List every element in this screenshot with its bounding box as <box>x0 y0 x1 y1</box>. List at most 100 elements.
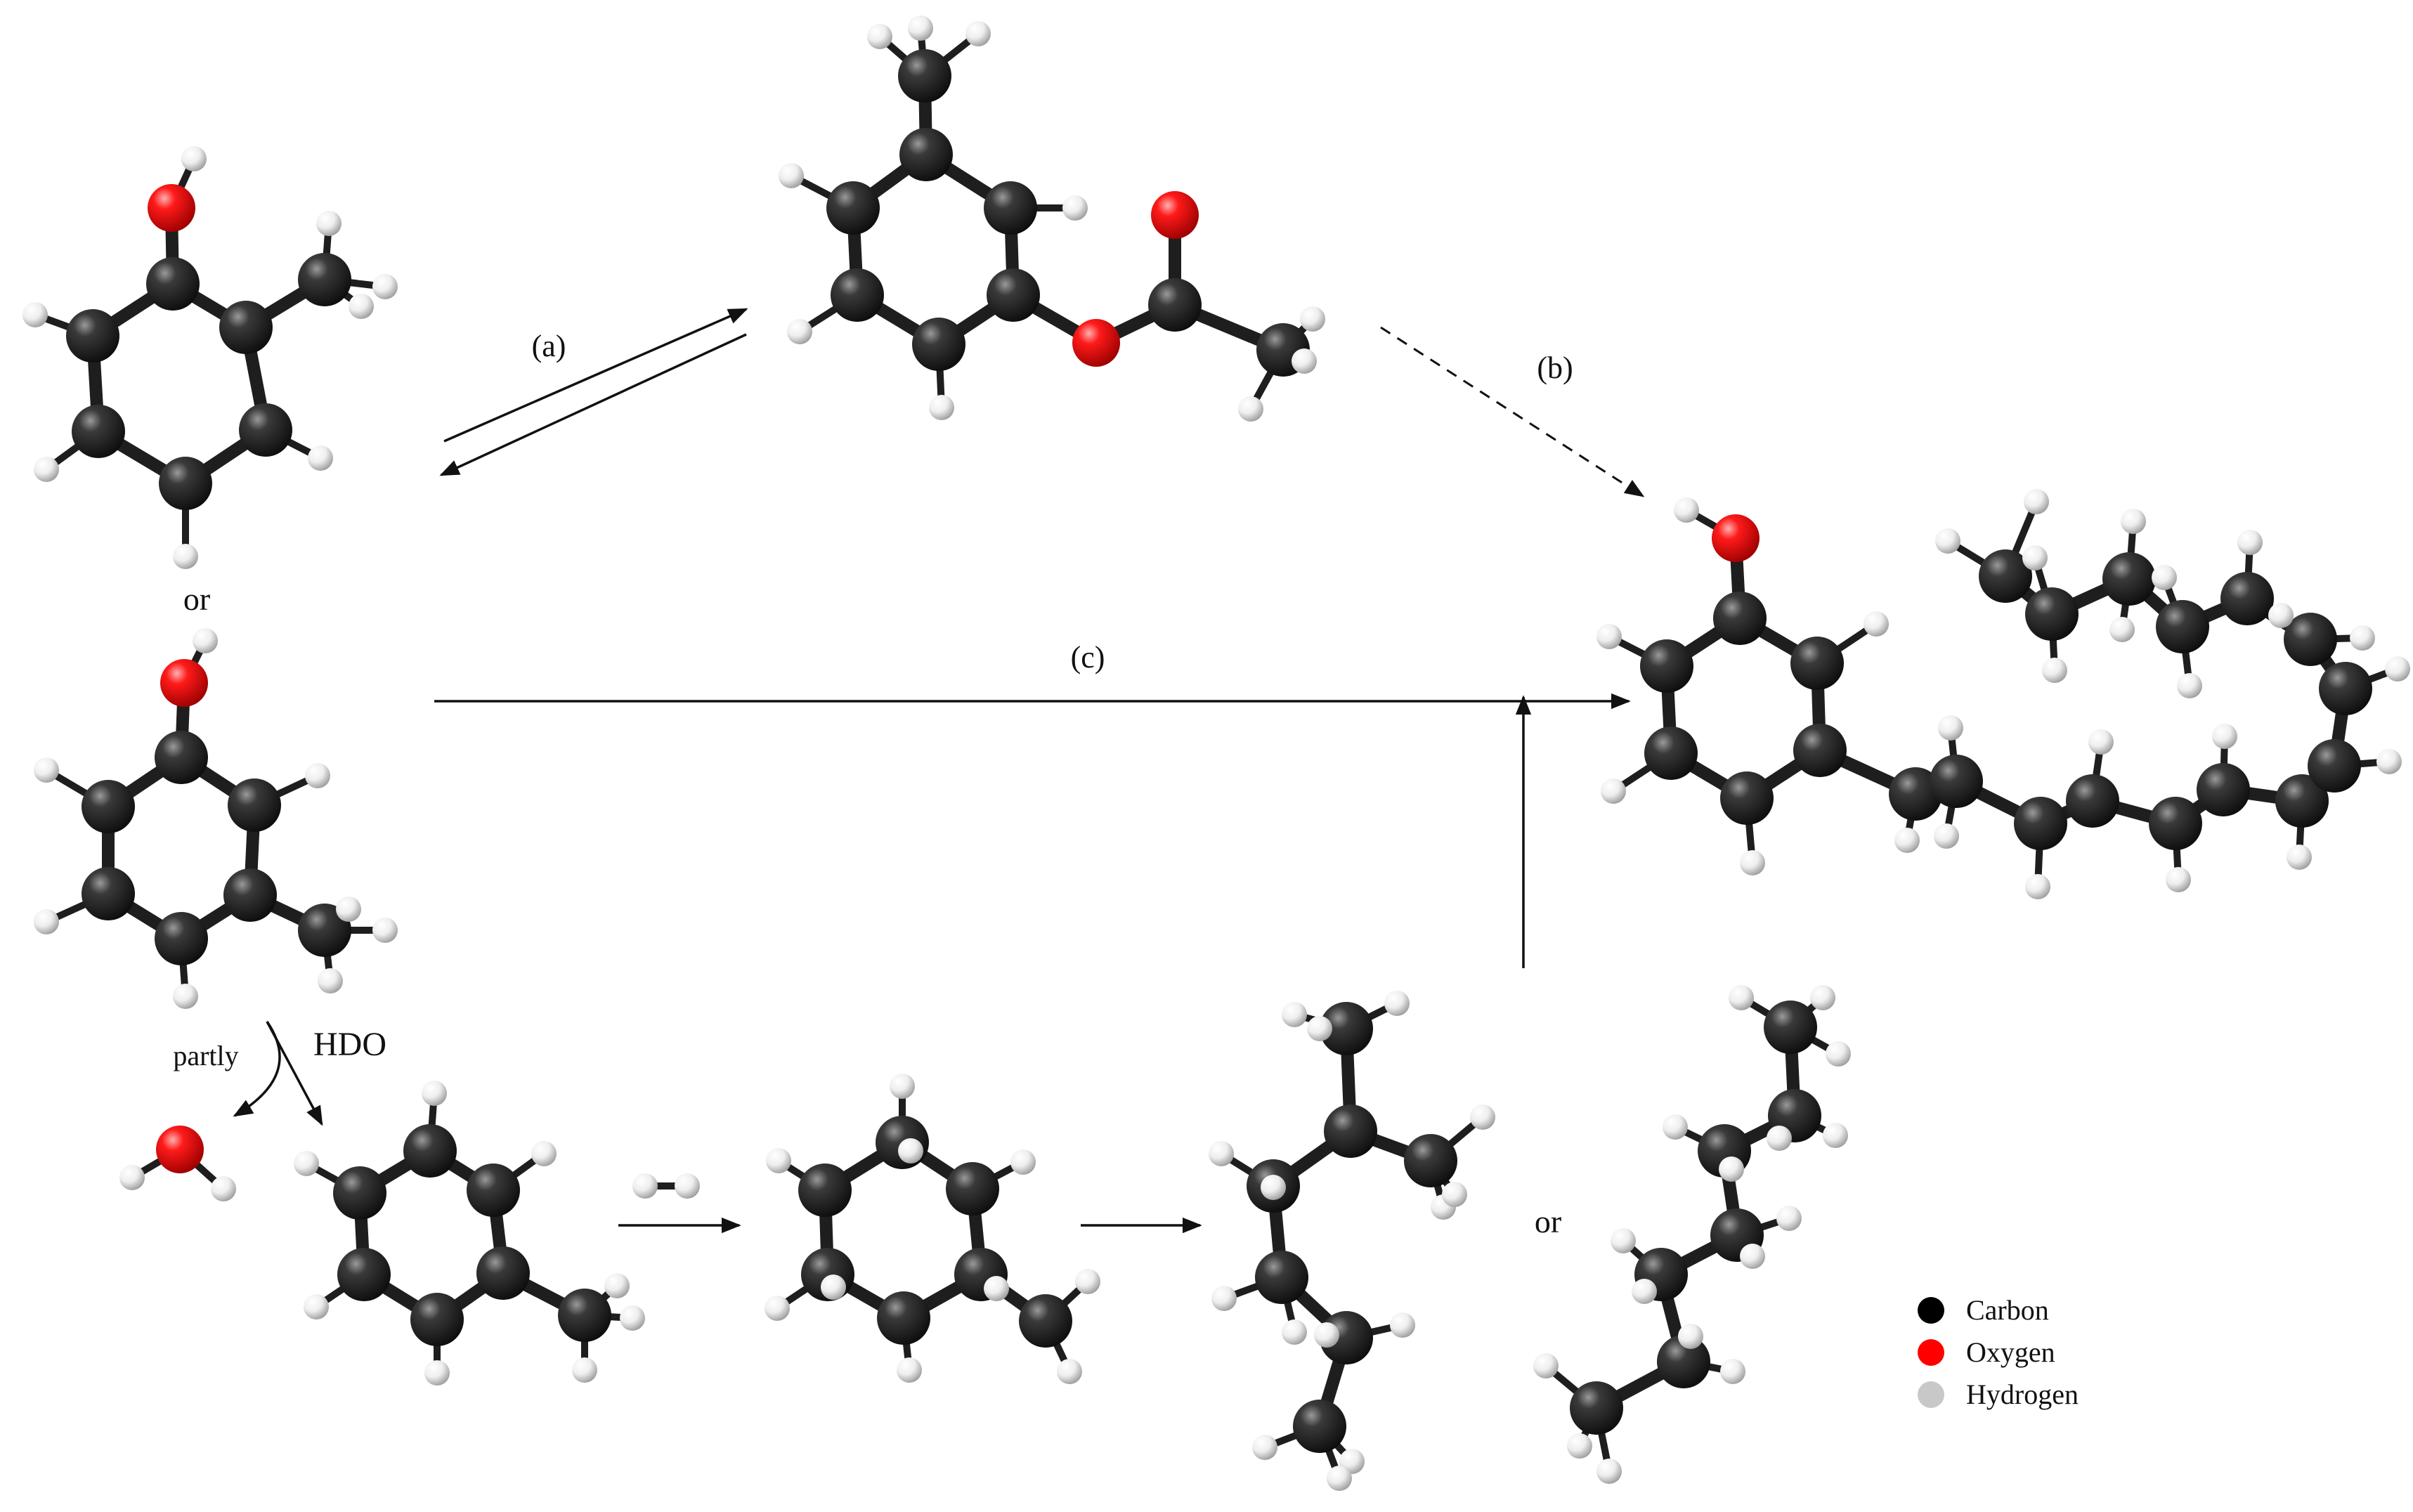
hydrogen-atom <box>1010 1149 1036 1175</box>
hydrogen-atom <box>1826 1041 1851 1067</box>
methylcyclohexane-molecule <box>765 1074 1100 1384</box>
legend-item-oxygen: Oxygen <box>1918 1336 2055 1368</box>
hydrogen-atom <box>2088 729 2114 755</box>
hydrogen-atom <box>2287 845 2312 870</box>
carbon-atom <box>155 731 208 784</box>
hydrogen-atom <box>1314 1322 1339 1348</box>
hydrogen-atom <box>318 968 343 993</box>
carbon-atom <box>223 868 277 922</box>
hydrogen-atom <box>173 984 198 1009</box>
hydrogen-atom <box>1632 1279 1657 1304</box>
hydrogen-atom <box>1252 1435 1277 1460</box>
legend-item-hydrogen: Hydrogen <box>1918 1379 2079 1410</box>
hydrogen-atom <box>779 163 804 188</box>
m-cresol-molecule <box>34 628 398 1009</box>
hydrogen-atom <box>1740 1244 1765 1269</box>
carbon-atom <box>946 1162 999 1216</box>
hydrogen-atom <box>867 24 892 49</box>
hydrogen-atom <box>1327 1466 1352 1491</box>
hydrogen-atom <box>1211 1286 1237 1311</box>
legend-item-carbon: Carbon <box>1918 1294 2049 1326</box>
legend-label-carbon: Carbon <box>1966 1294 2049 1326</box>
hydrogen-atom <box>2268 603 2294 628</box>
carbon-atom <box>1570 1381 1623 1435</box>
hydrogen-atom <box>1601 778 1626 804</box>
carbon-atom <box>1790 637 1844 690</box>
carbon-atom <box>831 268 884 322</box>
hydrogen-atom <box>1442 1182 1467 1207</box>
carbon-atom <box>1979 549 2032 603</box>
hydrogen-atom <box>1663 1114 1688 1140</box>
carbon-atom <box>403 1124 457 1178</box>
carbon-atom <box>228 778 281 832</box>
hydrogen-atom <box>1209 1141 1234 1166</box>
arrow-a-reverse <box>439 333 747 476</box>
carbon-atom <box>467 1164 520 1217</box>
hydrogen-swatch <box>1918 1381 1944 1408</box>
hydrogen-atom <box>965 21 991 46</box>
carbon-atom <box>476 1246 530 1300</box>
hydrogen-atom <box>336 897 361 922</box>
water-molecule <box>119 1126 236 1201</box>
label-step-c: (c) <box>1071 640 1105 674</box>
label-partly: partly <box>173 1040 238 1071</box>
carbon-atom <box>239 403 292 457</box>
hydrogen-atom <box>308 445 333 471</box>
hydrogen-atom <box>1238 396 1263 422</box>
carbon-atom <box>898 49 951 103</box>
hydrogen-atom <box>2166 867 2191 892</box>
carbon-atom <box>1320 1002 1373 1055</box>
carbon-atom <box>1324 1104 1377 1158</box>
carbon-atom <box>155 912 208 965</box>
hydrogen-atom <box>1470 1104 1495 1130</box>
heptane-molecule <box>1533 985 1851 1484</box>
carbon-atom <box>984 181 1037 235</box>
hydrogen-atom <box>2152 565 2177 590</box>
carbon-atom <box>2149 797 2202 850</box>
hydrogen-atom <box>1533 1353 1559 1379</box>
hydrogen-atom <box>2022 545 2048 571</box>
hydrogen-atom <box>1062 195 1088 221</box>
hydrogen-atom <box>2237 530 2263 555</box>
reaction-arrows <box>233 308 1645 1234</box>
carbon-atom <box>1889 767 1942 821</box>
carbon-atom <box>159 457 212 510</box>
carbon-atom <box>1764 1001 1817 1054</box>
hydrogen-atom <box>897 1357 922 1383</box>
hydrogen-atom <box>604 1273 630 1298</box>
carbon-atom <box>1930 755 1983 808</box>
hydrogen-atom <box>422 1081 447 1106</box>
hydrogen-atom <box>1282 1002 1307 1027</box>
hydrogen-atom <box>984 1276 1009 1301</box>
carbon-atom <box>410 1293 464 1346</box>
toluene-molecule <box>294 1081 645 1386</box>
hydrogen-atom <box>1611 1228 1636 1253</box>
hydrogen-atom <box>1596 624 1622 649</box>
carbon-atom <box>2220 572 2274 625</box>
hydrogen-atom <box>1767 1126 1792 1151</box>
hydrogen-atom <box>2376 749 2402 774</box>
hydrogen-atom <box>1934 823 1959 849</box>
hydrogen-atom <box>1390 1312 1415 1338</box>
hydrogen-atom <box>1596 1459 1622 1484</box>
carbon-atom <box>2014 797 2067 850</box>
hydrogen-atom <box>1384 991 1410 1016</box>
carbon-atom <box>558 1289 611 1342</box>
hydrogen-atom <box>675 1173 700 1199</box>
label-or-cresols: or <box>183 581 210 617</box>
carbon-atom <box>2102 552 2156 606</box>
hydrogen-atom <box>572 1357 597 1383</box>
carbon-atom <box>1255 1251 1308 1304</box>
hydrogen-atom <box>908 15 933 41</box>
hydrogen-atom <box>2177 673 2202 698</box>
o-cresol-molecule <box>22 146 398 569</box>
oxygen-atom <box>156 1126 204 1173</box>
carbon-atom <box>826 181 880 235</box>
carbon-atom <box>1640 639 1693 693</box>
oxygen-atom <box>160 659 208 707</box>
label-step-a: (a) <box>532 329 566 363</box>
hydrogen-atom <box>1300 306 1325 332</box>
carbon-atom <box>146 257 200 311</box>
oxygen-atom <box>1712 514 1760 562</box>
carbon-atom <box>2275 774 2329 828</box>
